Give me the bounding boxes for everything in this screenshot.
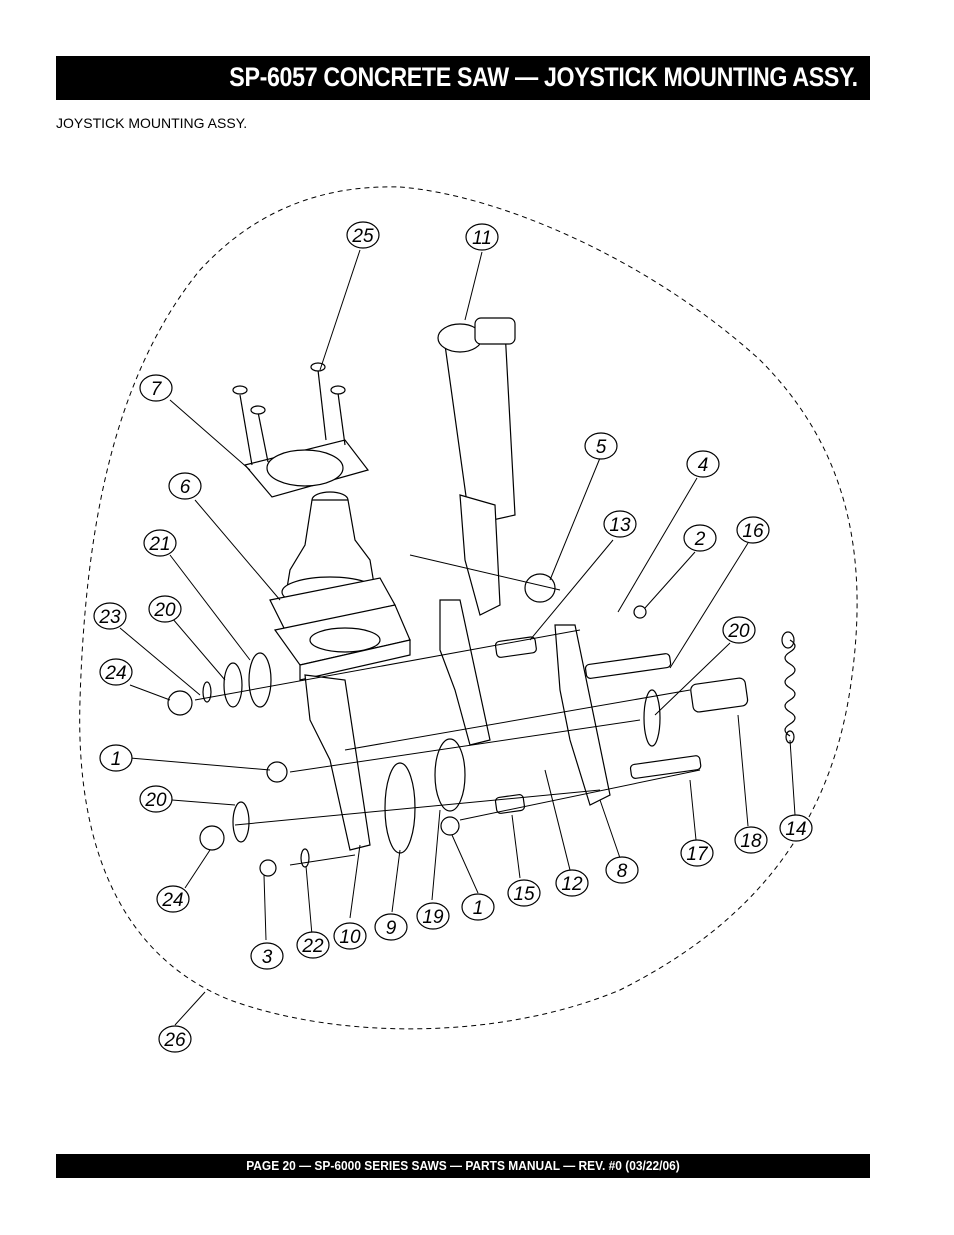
callout-1-b: 1: [461, 893, 495, 921]
svg-text:24: 24: [161, 890, 183, 911]
callout-17: 17: [680, 839, 714, 867]
svg-text:19: 19: [422, 907, 444, 928]
section-label: JOYSTICK MOUNTING ASSY.: [56, 115, 248, 131]
assembly-axes: [194, 554, 701, 866]
callout-26: 26: [158, 1025, 192, 1053]
bracket-plates: [304, 599, 611, 851]
callout-5: 5: [584, 432, 618, 460]
callout-24-a: 24: [99, 658, 133, 686]
callout-24-b: 24: [156, 885, 190, 913]
svg-text:20: 20: [144, 790, 167, 811]
leader-lines: [119, 249, 796, 1026]
svg-text:22: 22: [301, 936, 324, 957]
callout-14: 14: [779, 814, 813, 842]
callout-balloons: 25 11 7 5 4 6 13 2 16 21 20 23 20 24 1 2…: [93, 221, 813, 1053]
callout-19: 19: [416, 902, 450, 930]
callout-12: 12: [555, 869, 589, 897]
callout-22: 22: [296, 931, 330, 959]
svg-text:10: 10: [339, 927, 361, 948]
callout-18: 18: [734, 826, 768, 854]
svg-text:25: 25: [351, 226, 374, 247]
callout-7: 7: [139, 374, 173, 402]
callout-4: 4: [686, 450, 720, 478]
callout-20-b: 20: [722, 616, 756, 644]
svg-text:13: 13: [609, 515, 631, 536]
callout-20-a: 20: [148, 595, 182, 623]
svg-text:20: 20: [153, 600, 176, 621]
svg-text:15: 15: [513, 884, 535, 905]
callout-9: 9: [374, 913, 408, 941]
callout-21: 21: [143, 529, 177, 557]
svg-text:1: 1: [111, 749, 122, 770]
rubber-boot: [269, 491, 396, 631]
joystick-base: [273, 604, 411, 681]
top-mount-plate: [232, 362, 370, 498]
footer-text: PAGE 20 — SP-6000 SERIES SAWS — PARTS MA…: [246, 1158, 680, 1173]
svg-text:18: 18: [740, 831, 762, 852]
callout-8: 8: [605, 856, 639, 884]
svg-text:5: 5: [596, 437, 607, 458]
callout-20-c: 20: [139, 785, 173, 813]
callout-25: 25: [346, 221, 380, 249]
svg-text:6: 6: [180, 477, 191, 498]
callout-1-a: 1: [99, 744, 133, 772]
svg-text:17: 17: [686, 844, 709, 865]
footer-bar: PAGE 20 — SP-6000 SERIES SAWS — PARTS MA…: [56, 1154, 870, 1178]
callout-3: 3: [250, 942, 284, 970]
callout-23: 23: [93, 602, 127, 630]
svg-text:20: 20: [727, 621, 750, 642]
svg-text:24: 24: [104, 663, 126, 684]
svg-text:14: 14: [785, 819, 806, 840]
title-bar: SP-6057 CONCRETE SAW — JOYSTICK MOUNTING…: [56, 56, 870, 100]
callout-13: 13: [603, 510, 637, 538]
svg-text:7: 7: [151, 379, 163, 400]
callout-6: 6: [168, 472, 202, 500]
svg-text:3: 3: [262, 947, 273, 968]
svg-text:2: 2: [694, 529, 706, 550]
svg-text:8: 8: [617, 861, 628, 882]
svg-text:1: 1: [473, 898, 484, 919]
callout-16: 16: [736, 516, 770, 544]
callout-10: 10: [333, 922, 367, 950]
svg-text:16: 16: [742, 521, 764, 542]
svg-text:21: 21: [148, 534, 170, 555]
svg-text:12: 12: [561, 874, 583, 895]
svg-text:26: 26: [163, 1030, 186, 1051]
joystick-handle: [437, 317, 516, 616]
svg-text:23: 23: [98, 607, 121, 628]
callout-11: 11: [465, 223, 499, 251]
svg-text:4: 4: [698, 455, 709, 476]
assembly-boundary: [79, 186, 858, 1030]
svg-text:9: 9: [386, 918, 397, 939]
spring: [781, 631, 796, 744]
svg-text:11: 11: [472, 228, 492, 249]
callout-15: 15: [507, 879, 541, 907]
callout-2: 2: [683, 524, 717, 552]
page-title: SP-6057 CONCRETE SAW — JOYSTICK MOUNTING…: [229, 62, 859, 92]
hardware-parts: [167, 573, 749, 877]
